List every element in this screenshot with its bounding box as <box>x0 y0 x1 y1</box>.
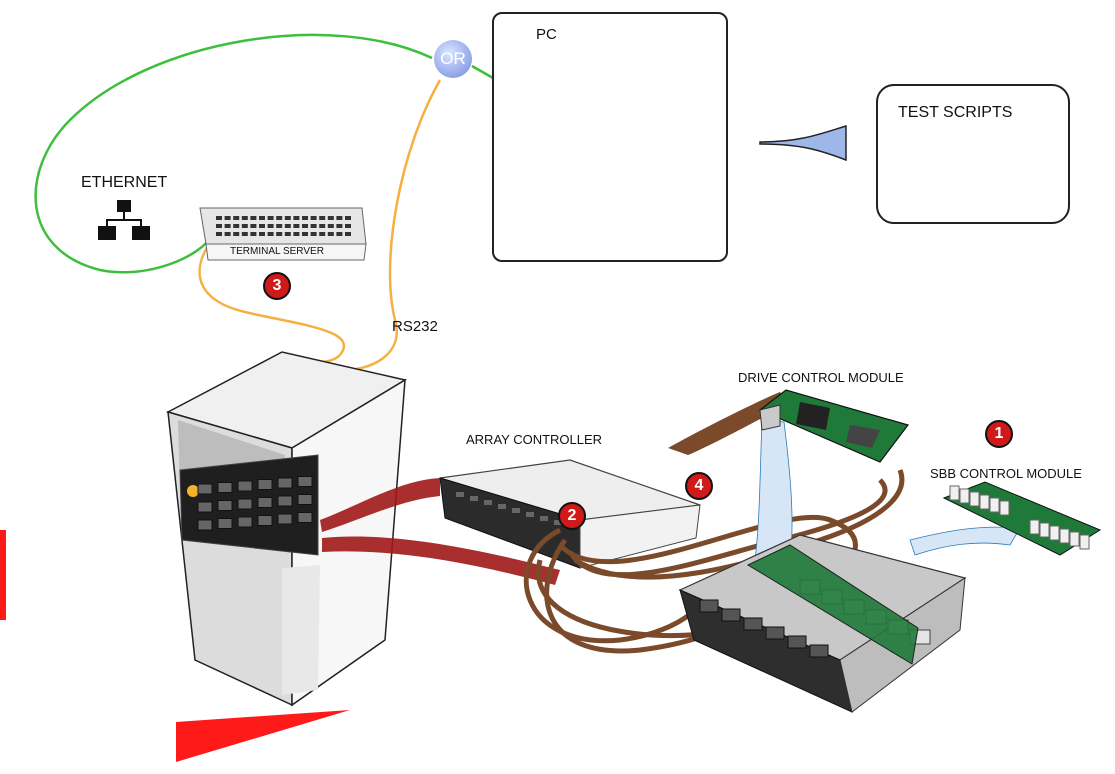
red-accent-mark <box>176 710 350 762</box>
badge-1: 1 <box>985 420 1013 448</box>
test-scripts-label: TEST SCRIPTS <box>898 104 1013 121</box>
network-topology-icon <box>98 200 150 240</box>
drive-module-icon <box>758 389 910 463</box>
badge-4: 4 <box>685 472 713 500</box>
ethernet-label: ETHERNET <box>81 174 168 191</box>
sas-cable-top <box>668 392 790 455</box>
disk-enclosure-icon <box>678 534 967 713</box>
rs232-label: RS232 <box>392 318 438 335</box>
sbb-module-icon <box>942 481 1102 556</box>
pc-label: PC <box>536 26 557 43</box>
ribbon-cable <box>754 419 793 561</box>
badge-3: 3 <box>263 272 291 300</box>
badge-2: 2 <box>558 502 586 530</box>
drive-control-module-label: DRIVE CONTROL MODULE <box>738 370 904 385</box>
rs232-cable <box>344 79 442 372</box>
array-controller-icon <box>439 459 701 569</box>
terminal-server-icon <box>199 207 367 261</box>
terminal-server-label: TERMINAL SERVER <box>230 246 324 257</box>
sbb-control-module-label: SBB CONTROL MODULE <box>930 466 1082 481</box>
red-accent-mark <box>0 530 6 620</box>
test-scripts-frame <box>876 84 1070 224</box>
or-node: OR <box>434 40 472 78</box>
ethernet-cable <box>34 33 433 274</box>
pc-frame <box>492 12 728 262</box>
ribbon-cable <box>909 526 1021 556</box>
sas-link-red <box>322 536 560 585</box>
serial-cable <box>198 239 346 364</box>
sas-link-red <box>320 478 440 532</box>
pc-scripts-connector <box>759 124 847 162</box>
server-rack-icon <box>166 351 407 707</box>
array-controller-label: ARRAY CONTROLLER <box>466 432 603 447</box>
